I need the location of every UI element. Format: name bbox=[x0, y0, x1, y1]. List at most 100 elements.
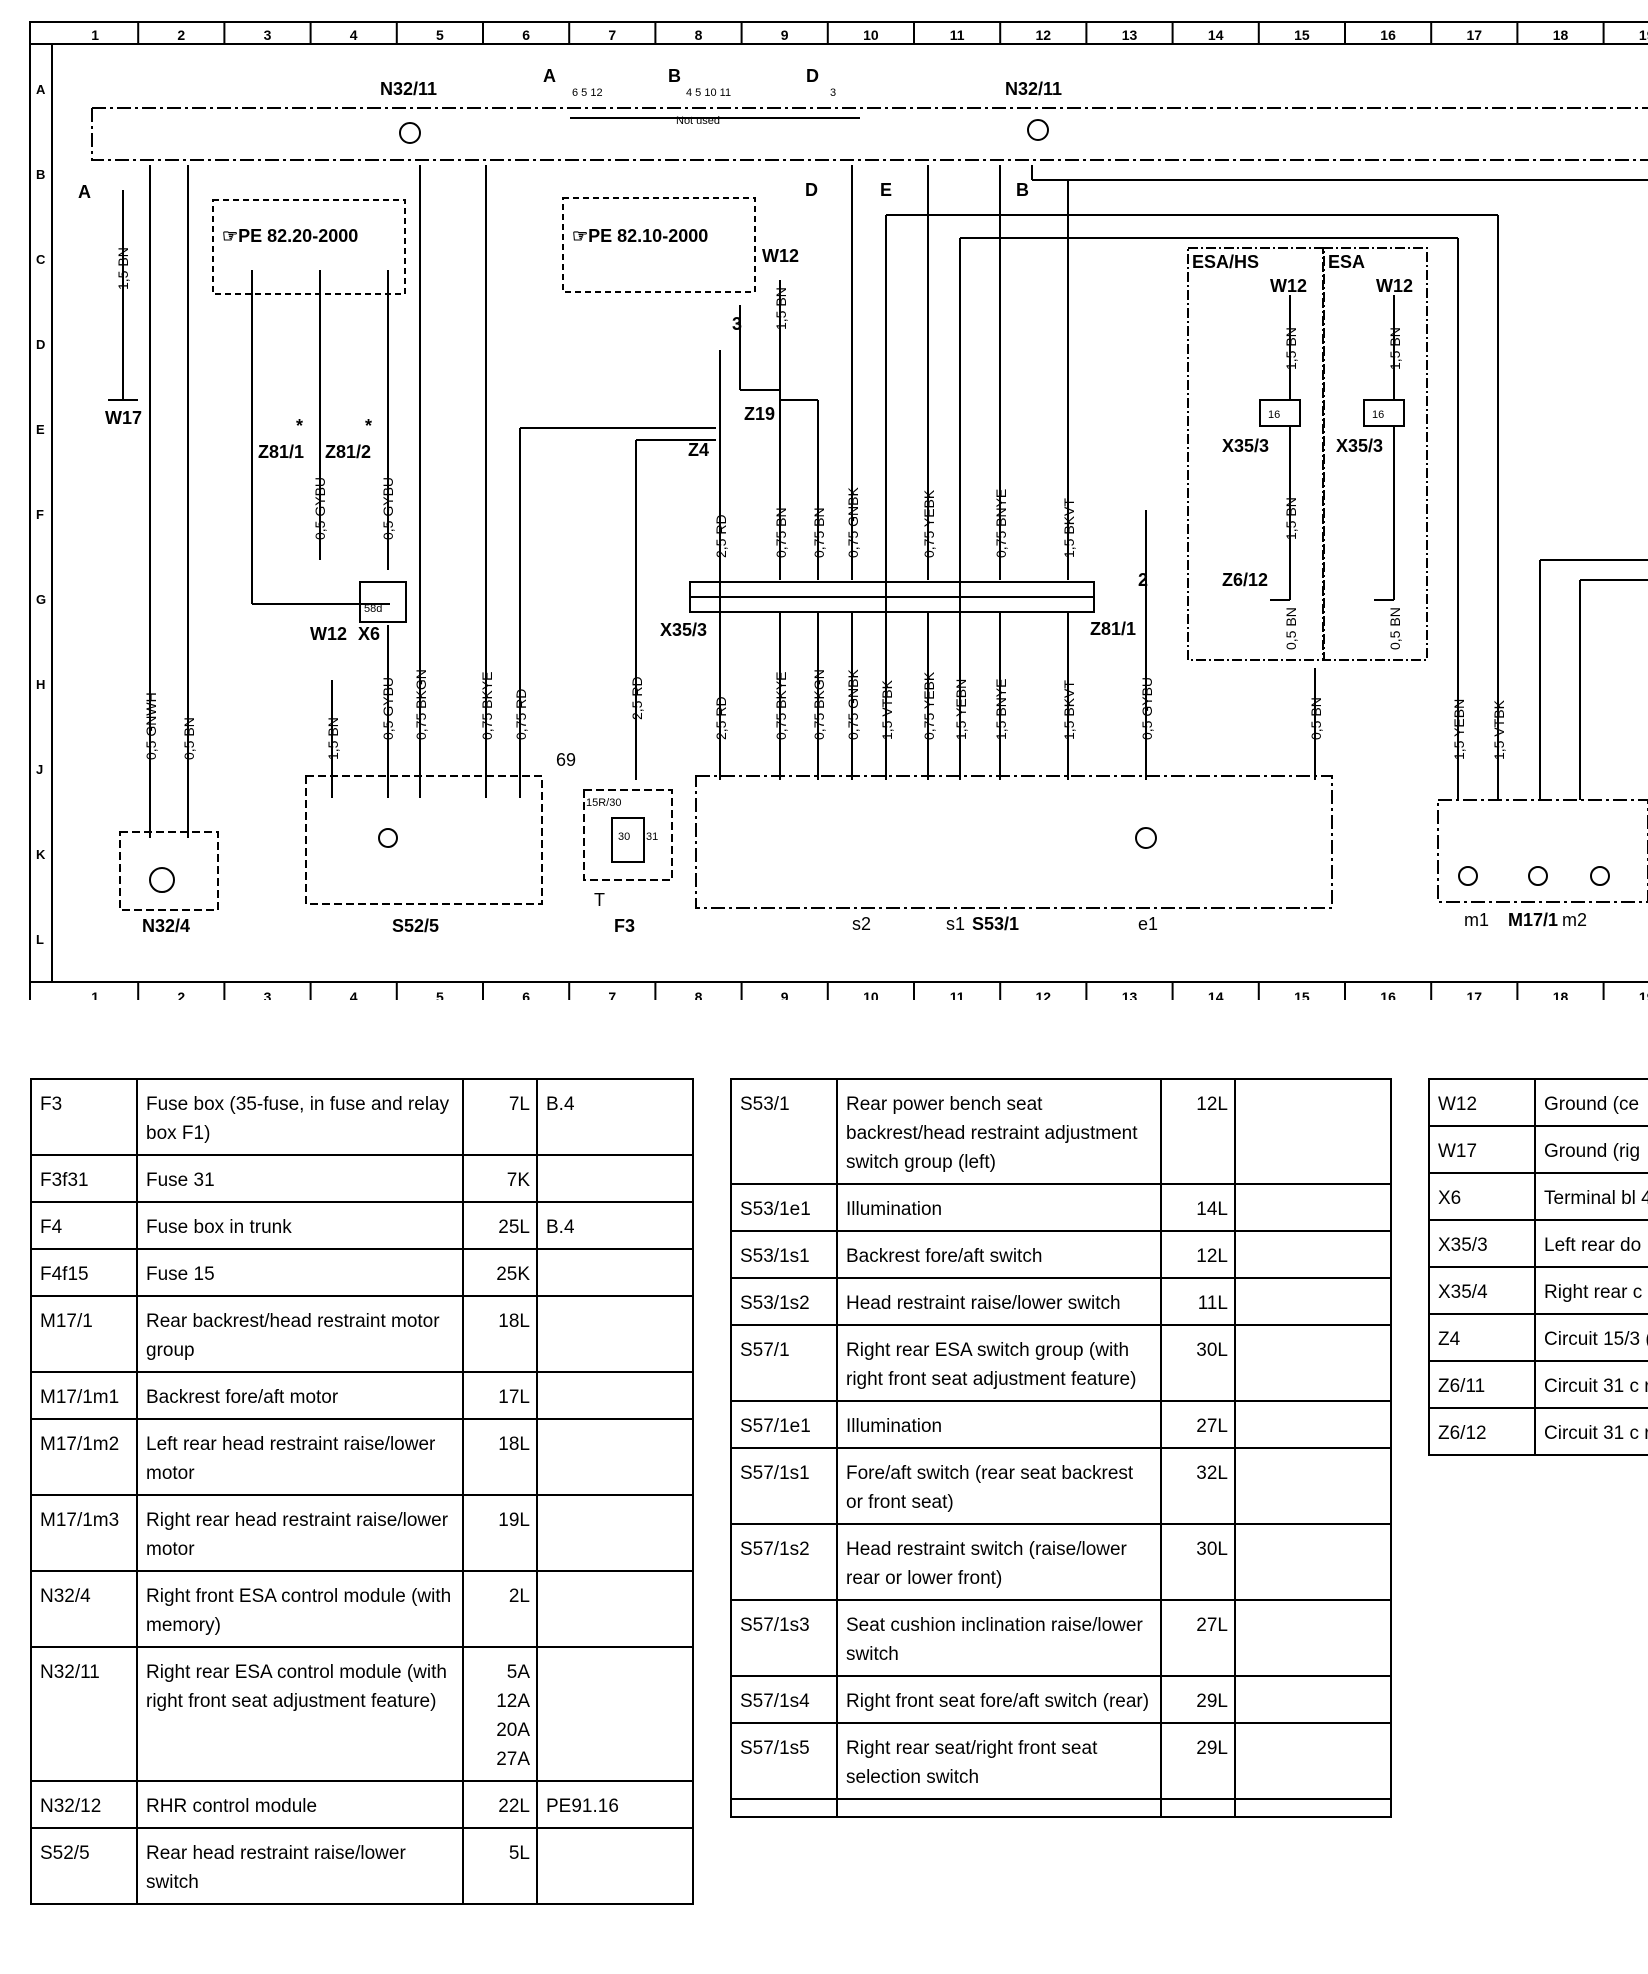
legend-row bbox=[730, 1798, 1392, 1818]
wire-label: 1,5 YEBN bbox=[1451, 699, 1467, 760]
wire-label: 0,75 GNBK bbox=[845, 487, 861, 558]
grid-column-number: 4 bbox=[350, 27, 358, 43]
wire-label: 0,75 BN bbox=[811, 507, 827, 558]
legend-loc: 27L bbox=[1160, 1599, 1236, 1677]
legend-desc: Backrest fore/aft switch bbox=[836, 1230, 1162, 1279]
legend-code: S57/1s3 bbox=[730, 1599, 838, 1677]
legend-code: F3f31 bbox=[30, 1154, 138, 1203]
wire-label: 1,5 BN bbox=[773, 287, 789, 330]
grid-column-number: 14 bbox=[1208, 27, 1224, 43]
wire-label: 0,5 GNWH bbox=[143, 692, 159, 760]
label-w12-x6: W12 bbox=[310, 624, 347, 644]
label-esa-hs: ESA/HS bbox=[1192, 252, 1259, 272]
wire-label: 1,5 BN bbox=[325, 717, 341, 760]
wire-label: 0,75 YEBK bbox=[921, 671, 937, 740]
label-e1: e1 bbox=[1138, 914, 1158, 934]
label-x6: X6 bbox=[358, 624, 380, 644]
legend-loc: 27L bbox=[1160, 1400, 1236, 1449]
grid-column-number: 2 bbox=[177, 989, 185, 1000]
legend-desc: Rear backrest/head restraint motor group bbox=[136, 1295, 464, 1373]
legend-loc: 18L bbox=[462, 1418, 538, 1496]
grid-column-number: 17 bbox=[1467, 989, 1483, 1000]
star-1: * bbox=[296, 416, 303, 436]
legend-loc: 11L bbox=[1160, 1277, 1236, 1326]
not-used-label: Not used bbox=[676, 115, 720, 127]
pe-ref-82-20: ☞PE 82.20-2000 bbox=[222, 226, 358, 246]
legend-desc: Terminal bl 4-pole) bbox=[1534, 1172, 1648, 1221]
legend-desc: Right rear ESA control module (with righ… bbox=[136, 1646, 464, 1782]
grid-column-number: 10 bbox=[863, 989, 879, 1000]
legend-ref bbox=[536, 1154, 694, 1203]
f3-30: 30 bbox=[618, 831, 630, 843]
legend-ref bbox=[1234, 1523, 1392, 1601]
legend-code: M17/1m3 bbox=[30, 1494, 138, 1572]
wire-label: 2,5 RD bbox=[713, 514, 729, 558]
grid-row-letter: G bbox=[36, 592, 46, 607]
x35-16-b: 16 bbox=[1372, 409, 1384, 421]
legend-ref bbox=[1234, 1078, 1392, 1185]
legend-loc: 30L bbox=[1160, 1523, 1236, 1601]
wire-label: 0,75 YEBK bbox=[921, 489, 937, 558]
legend-ref bbox=[1234, 1400, 1392, 1449]
wire-label: 0,75 GNBK bbox=[845, 669, 861, 740]
wiring-diagram: 12345678910111213141516171819 1234567891… bbox=[29, 21, 1648, 1000]
legend-desc: Right rear c bbox=[1534, 1266, 1648, 1315]
conn-e: E bbox=[880, 180, 892, 200]
legend-loc: 12L bbox=[1160, 1078, 1236, 1185]
grid-column-number: 1 bbox=[91, 27, 99, 43]
legend-loc: 2L bbox=[462, 1570, 538, 1648]
legend-loc bbox=[1160, 1798, 1236, 1818]
label-x35-3-esa: X35/3 bbox=[1336, 436, 1383, 456]
column-numbers-top: 12345678910111213141516171819 bbox=[91, 22, 1648, 44]
grid-row-letter: H bbox=[36, 677, 45, 692]
label-n32-11-right: N32/11 bbox=[1005, 79, 1062, 99]
legend-code: M17/1 bbox=[30, 1295, 138, 1373]
label-s1: s1 bbox=[946, 914, 965, 934]
grid-column-number: 18 bbox=[1553, 989, 1569, 1000]
legend-code: S53/1e1 bbox=[730, 1183, 838, 1232]
label-num-2: 2 bbox=[1138, 570, 1148, 590]
legend-desc: Ground (ce bbox=[1534, 1078, 1648, 1127]
grid-column-number: 12 bbox=[1036, 989, 1052, 1000]
legend-desc: Illumination bbox=[836, 1400, 1162, 1449]
pins-d: 3 bbox=[830, 87, 836, 99]
wire-label: 1,5 BN bbox=[1283, 497, 1299, 540]
legend-code: X35/3 bbox=[1428, 1219, 1536, 1268]
conn-d-2: D bbox=[805, 180, 818, 200]
label-w12-top: W12 bbox=[762, 246, 799, 266]
pins-a: 6 5 12 bbox=[572, 87, 603, 99]
wire-label: 0,5 GYBU bbox=[380, 677, 396, 740]
grid-column-number: 13 bbox=[1122, 27, 1138, 43]
legend-code: F4f15 bbox=[30, 1248, 138, 1297]
grid-column-number: 2 bbox=[177, 27, 185, 43]
legend-code: S57/1e1 bbox=[730, 1400, 838, 1449]
grid-row-letter: A bbox=[36, 82, 46, 97]
wire-label: 1,5 YEBN bbox=[953, 679, 969, 740]
grid-column-number: 18 bbox=[1553, 27, 1569, 43]
grid-column-number: 13 bbox=[1122, 989, 1138, 1000]
grid-column-number: 3 bbox=[264, 27, 272, 43]
legend-ref bbox=[1234, 1183, 1392, 1232]
conn-a-left: A bbox=[78, 182, 91, 202]
legend-desc: Head restraint switch (raise/lower rear … bbox=[836, 1523, 1162, 1601]
legend-code: S57/1s4 bbox=[730, 1675, 838, 1724]
label-f3: F3 bbox=[614, 916, 635, 936]
legend-loc: 12L bbox=[1160, 1230, 1236, 1279]
legend-desc: Fuse box (35-fuse, in fuse and relay box… bbox=[136, 1078, 464, 1156]
legend-desc: Right rear seat/right front seat selecti… bbox=[836, 1722, 1162, 1800]
legend-code: M17/1m1 bbox=[30, 1371, 138, 1420]
